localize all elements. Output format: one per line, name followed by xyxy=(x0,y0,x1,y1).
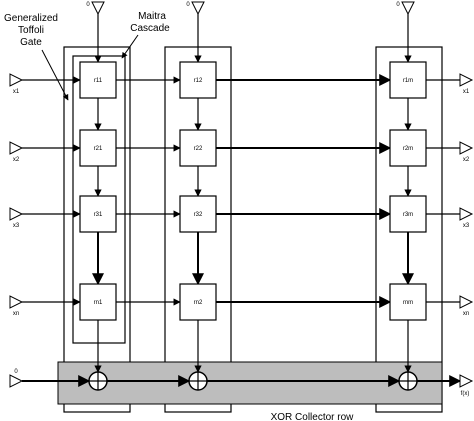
cascade-column-m xyxy=(375,46,443,413)
cascade-cell-label: r21 xyxy=(94,146,103,152)
cascade-cell-label: r31 xyxy=(94,212,103,218)
top-input-label: 0 xyxy=(86,2,90,8)
row-input-label: x2 xyxy=(13,157,20,163)
cascade-cell xyxy=(79,283,117,321)
row-output-label: xn xyxy=(463,311,469,317)
cascade-cell-label: rn2 xyxy=(194,300,203,306)
row-input-triangle xyxy=(9,141,24,155)
cascade-label-line-2: Cascade xyxy=(130,23,170,34)
row-output-triangle xyxy=(459,141,474,155)
row-input-triangle xyxy=(9,207,24,221)
row-output-triangle xyxy=(459,295,474,309)
cascade-cell-label: rn1 xyxy=(94,300,103,306)
cascade-cell xyxy=(79,129,117,167)
cascade-cell-label: r32 xyxy=(194,212,203,218)
gate-label-line-2: Toffoli xyxy=(18,25,44,36)
row-input-label: x3 xyxy=(13,223,20,229)
cascade-cell xyxy=(389,61,427,99)
gate-label-line-1: Generalized xyxy=(4,13,58,24)
cascade-cell xyxy=(79,195,117,233)
row-input-triangle xyxy=(9,73,24,87)
cascade-cell-label: r1m xyxy=(403,78,413,84)
collector-label: XOR Collector row xyxy=(271,412,355,421)
cascade-cell xyxy=(179,283,217,321)
cascade-cell-label: rnm xyxy=(403,300,413,306)
top-input-triangle xyxy=(191,1,205,16)
row-input-label: xn xyxy=(13,311,19,317)
row-input-label: x1 xyxy=(13,89,20,95)
row-output-label: x1 xyxy=(463,89,470,95)
top-input-triangle xyxy=(91,1,105,16)
top-input-label: 0 xyxy=(396,2,400,8)
cascade-cell-label: r2m xyxy=(403,146,413,152)
row-output-label: x2 xyxy=(463,157,470,163)
cascade-cell xyxy=(179,129,217,167)
top-input-triangle xyxy=(401,1,415,16)
top-input-label: 0 xyxy=(186,2,190,8)
cascade-cell-label: r3m xyxy=(403,212,413,218)
gate-label-pointer xyxy=(41,49,69,101)
cascade-column-1 xyxy=(63,46,131,413)
cascade-label-pointer xyxy=(121,34,139,59)
cascade-cell xyxy=(389,283,427,321)
cascade-cell-label: r12 xyxy=(194,78,203,84)
collector-output-label: f(x) xyxy=(461,391,470,397)
row-output-label: x3 xyxy=(463,223,470,229)
row-output-triangle xyxy=(459,73,474,87)
cascade-cell xyxy=(179,61,217,99)
cascade-label-line-1: Maitra xyxy=(138,11,166,22)
collector-input-label: 0 xyxy=(14,369,18,375)
cascade-cell-label: r22 xyxy=(194,146,203,152)
cascade-cell xyxy=(389,195,427,233)
collector-output-triangle xyxy=(459,374,474,388)
cascade-cell xyxy=(179,195,217,233)
gate-label-line-3: Gate xyxy=(20,37,42,48)
diagram-elements: r11 r12 r1m r21 r22 r2m r31 r32 r3m rn1 rn2 rnm 0 0 0 x… xyxy=(9,1,474,397)
row-input-triangle xyxy=(9,295,24,309)
cascade-cell-label: r11 xyxy=(94,78,103,84)
row-output-triangle xyxy=(459,207,474,221)
cascade-cell xyxy=(79,61,117,99)
collector-input-triangle xyxy=(9,374,24,388)
cascade-cell xyxy=(389,129,427,167)
xor-collector-band xyxy=(57,361,443,405)
